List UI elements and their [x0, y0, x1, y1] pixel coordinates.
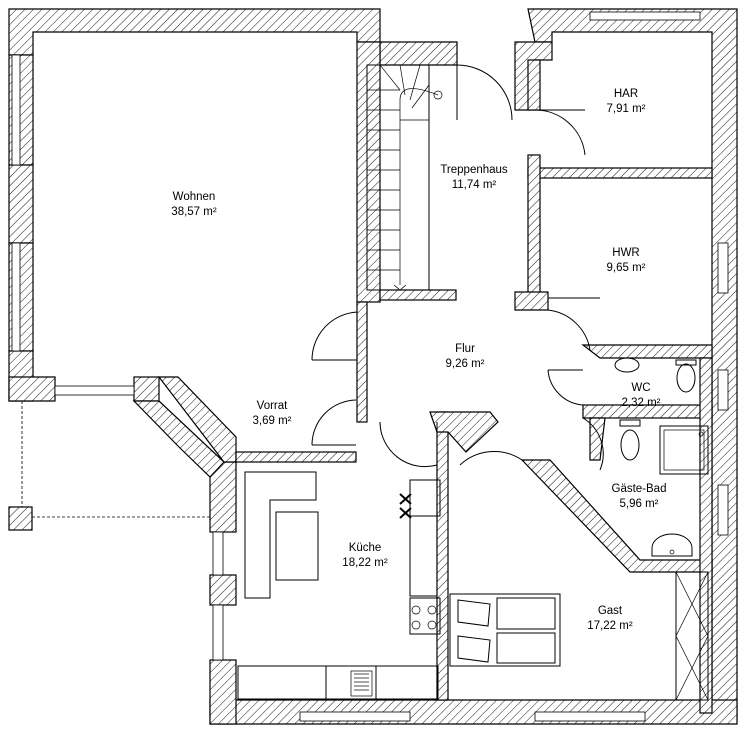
terrace-outline: [8, 401, 210, 531]
room-name-wohnen: Wohnen: [173, 191, 216, 203]
room-name-wc: WC: [631, 382, 650, 394]
bed: [449, 593, 561, 667]
room-name-flur: Flur: [455, 343, 475, 355]
room-name-hwr: HWR: [612, 247, 639, 259]
room-area-wohnen: 38,57 m²: [171, 206, 217, 218]
room-name-kueche: Küche: [349, 542, 382, 554]
room-area-gaeste-bad: 5,96 m²: [620, 498, 659, 510]
room-area-gast: 17,22 m²: [587, 620, 633, 632]
room-area-treppenhaus: 11,74 m²: [452, 179, 497, 191]
kitchen-furniture: [237, 471, 441, 700]
room-area-wc: 2,32 m²: [622, 397, 661, 409]
room-area-vorrat: 3,69 m²: [253, 415, 292, 427]
outer-walls: [8, 8, 738, 725]
doors: [311, 64, 604, 471]
staircase: [366, 64, 443, 291]
room-area-kueche: 18,22 m²: [342, 557, 388, 569]
room-name-gast: Gast: [598, 605, 623, 617]
room-labels: Wohnen 38,57 m² Treppenhaus 11,74 m² HAR…: [171, 88, 666, 632]
room-area-har: 7,91 m²: [607, 103, 646, 115]
room-name-vorrat: Vorrat: [257, 400, 288, 412]
wardrobe: [675, 571, 709, 701]
room-name-gaeste-bad: Gäste-Bad: [612, 483, 667, 495]
fixtures: [614, 357, 709, 557]
room-name-treppenhaus: Treppenhaus: [440, 164, 508, 176]
room-name-har: HAR: [614, 88, 638, 100]
room-area-flur: 9,26 m²: [446, 358, 485, 370]
interior-walls: [235, 289, 713, 714]
windows: [11, 11, 729, 722]
room-area-hwr: 9,65 m²: [607, 262, 646, 274]
